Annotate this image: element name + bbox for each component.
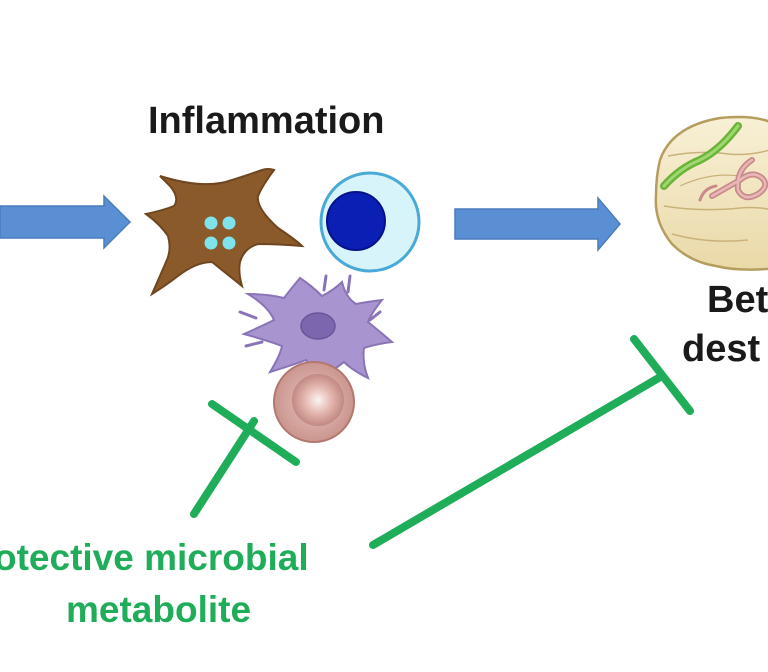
metabolite-label-line2: metabolite	[66, 589, 252, 630]
inhibition-line-inflammation-icon	[190, 400, 300, 518]
inhibition-line-beta-icon	[369, 335, 694, 549]
fibroblast-cell-icon	[143, 168, 305, 297]
plasma-cell-icon	[273, 361, 355, 443]
metabolite-label-line1: otective microbial	[0, 537, 309, 578]
lymphocyte-cell-icon	[319, 171, 421, 273]
blue-arrow-middle-icon	[454, 195, 621, 253]
blue-arrow-left-icon	[0, 194, 132, 250]
islet-tissue-icon	[654, 115, 768, 271]
dendritic-cell-icon	[238, 274, 395, 386]
beta-cell-label-line1: Bet	[707, 279, 768, 321]
inflammation-label: Inflammation	[148, 100, 385, 142]
beta-cell-label-line2: dest	[682, 328, 761, 370]
